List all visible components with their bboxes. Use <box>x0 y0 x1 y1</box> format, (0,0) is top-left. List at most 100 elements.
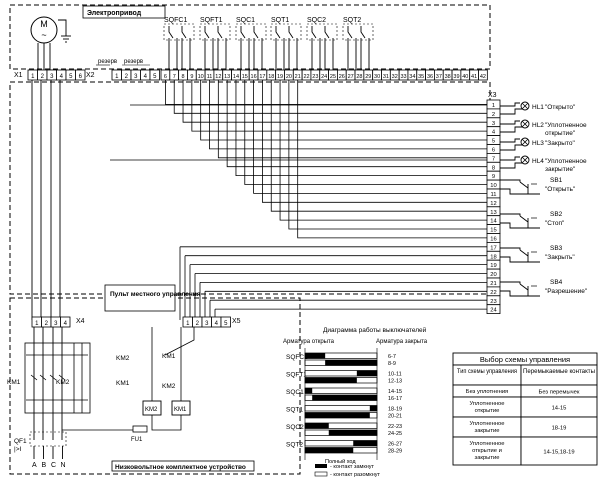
switch-contact <box>288 26 294 39</box>
x3-terminal-number: 13 <box>490 210 496 216</box>
km2-control-label: KM2 <box>162 383 176 390</box>
x3-terminal-number: 17 <box>490 245 496 251</box>
x3-strip-terminal-number: 28 <box>356 74 362 80</box>
x3-strip-terminal-number: 14 <box>233 74 239 80</box>
x3-terminal-number: 9 <box>492 174 495 180</box>
switch-diagram-row-sqt2: SQT2 <box>286 442 303 449</box>
lamp-hl3-code: HL3 <box>532 140 544 147</box>
x3-strip-terminal-number: 7 <box>173 74 176 80</box>
switch-diagram-row-sqc1: SQC1 <box>286 389 304 396</box>
lamp-wire <box>500 162 524 169</box>
switch-diagram-contact-bar <box>304 405 378 412</box>
switch-diagram-row-sqfc1: SQFC1 <box>286 354 308 361</box>
lamp-wire <box>500 120 520 125</box>
switch-diagram-closed-segment <box>369 405 377 411</box>
switch-contact <box>253 26 259 39</box>
x3-strip-terminal-number: 27 <box>348 74 354 80</box>
breaker-qf1-symbol: |>I <box>14 446 21 453</box>
switch-sqt1-body <box>270 23 302 41</box>
x3-terminal-number: 23 <box>490 299 496 305</box>
mode-table-cell <box>452 436 522 466</box>
mode-table-cell <box>452 396 522 418</box>
x3-strip-terminal-number: 23 <box>312 74 318 80</box>
ground-wire <box>58 19 67 36</box>
mode-table-cell <box>452 416 522 438</box>
lamp-cross <box>521 138 529 146</box>
switch-diagram-contact-pins: 10-11 <box>388 372 402 378</box>
x3-terminal-number: 2 <box>492 112 495 118</box>
x3-strip-terminal-number: 42 <box>480 74 486 80</box>
mode-table-type-text: закрытие <box>475 455 500 461</box>
x1-terminal-number: 2 <box>41 74 45 80</box>
mode-table-header-cell <box>452 364 522 386</box>
km1-coil-label: KM1 <box>174 407 187 413</box>
x3-strip-terminal-number: 35 <box>418 74 424 80</box>
motor-label: M <box>40 19 48 29</box>
km-contact <box>39 374 47 381</box>
lamp-hl1-text: "Открыто" <box>545 104 576 111</box>
x3-terminal-number: 12 <box>490 201 496 207</box>
button-sb3-text: "Закрыть" <box>545 254 575 261</box>
km2-power-label: KM2 <box>56 379 70 386</box>
drive-title-box <box>82 5 166 19</box>
phase-a-label: A <box>32 462 37 469</box>
mode-table-title: Выбор схемы управления <box>480 355 570 364</box>
km-contact <box>30 374 38 381</box>
control-wire <box>164 327 195 356</box>
switch-diagram-contact-pins: 6-7 <box>388 354 396 360</box>
x3-terminal-number: 18 <box>490 254 496 260</box>
lv-title-box <box>111 460 255 472</box>
local-panel-title-box <box>104 284 176 312</box>
x3-terminal-number: 5 <box>492 139 495 145</box>
phase-b-label: B <box>42 462 47 469</box>
km2-control-label: KM2 <box>116 355 130 362</box>
x3-strip-terminal-number: 11 <box>207 74 213 80</box>
lamp-hl2-text: "Уплотненное <box>545 122 587 129</box>
x3-strip-terminal-number: 22 <box>303 74 309 80</box>
mode-table-type-text: открытие <box>475 408 500 414</box>
switch-contact <box>168 26 174 39</box>
x3-terminal-number: 20 <box>490 272 496 278</box>
mode-table-type-text: Уплотненное <box>469 401 504 407</box>
x3-strip-terminal-number: 31 <box>383 74 389 80</box>
km-contact <box>58 374 66 381</box>
legend-open-swatch <box>314 471 328 477</box>
x3-strip-terminal-number: 40 <box>462 74 468 80</box>
button-wire <box>500 188 540 195</box>
mode-table-contacts-text: 18-19 <box>552 426 567 432</box>
mode-table-type-text: Уплотненное <box>469 441 504 447</box>
switch-diagram-closed-segment <box>356 370 377 376</box>
x4-terminal-number: 1 <box>35 321 39 327</box>
x3-strip-terminal-number: 32 <box>392 74 398 80</box>
x3-terminal-number: 8 <box>492 165 495 171</box>
internal-wire <box>217 80 487 159</box>
reserve-label: резерв <box>124 59 143 65</box>
lamp-hl2-code: HL2 <box>532 122 544 129</box>
internal-wire <box>209 80 487 150</box>
button-sb3-code: SB3 <box>550 245 563 252</box>
km2-coil-label: KM2 <box>145 407 158 413</box>
button-sb4-code: SB4 <box>550 279 563 286</box>
switch-sqc2-label: SQC2 <box>307 17 326 24</box>
switch-sqfc1-body <box>163 23 195 41</box>
internal-wire <box>244 80 487 185</box>
x1-terminal-number: 5 <box>69 74 73 80</box>
mode-table-header-cell <box>520 364 598 386</box>
x3-terminal-number: 7 <box>492 156 495 162</box>
lamp-hl4-code: HL4 <box>532 158 544 165</box>
switch-diagram-contact-pins: 24-25 <box>388 431 402 437</box>
switch-sqt1-label: SQT1 <box>271 17 289 24</box>
x1-terminal-number: 4 <box>60 74 64 80</box>
lamp-wire <box>500 138 520 143</box>
x5-label: X5 <box>232 318 241 325</box>
switch-contact <box>217 26 223 39</box>
switch-diagram-closed-segment <box>312 395 377 401</box>
internal-wire <box>279 80 487 221</box>
x5-terminal-number: 4 <box>215 321 219 327</box>
km1-control-label: KM1 <box>116 380 130 387</box>
switch-diagram-closed-segment <box>305 353 326 359</box>
x4-label: X4 <box>76 318 85 325</box>
switch-diagram-row-sqc2: SQC2 <box>286 424 304 431</box>
internal-wire <box>173 80 487 114</box>
button-contact <box>519 181 529 189</box>
